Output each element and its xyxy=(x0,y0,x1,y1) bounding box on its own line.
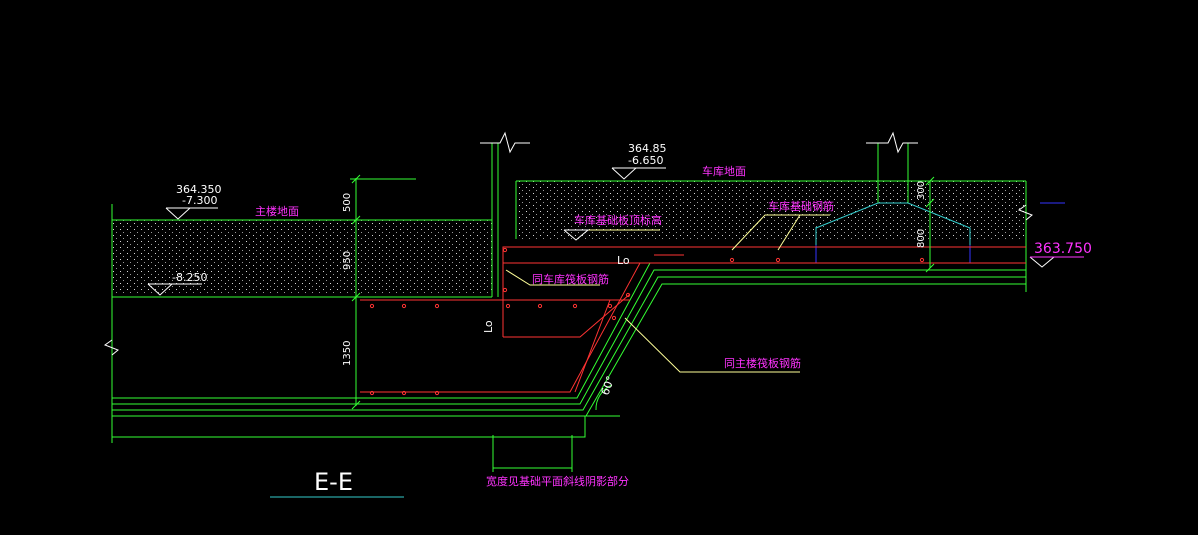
column-haunch-outline xyxy=(815,202,971,263)
rebar-dot xyxy=(611,315,617,321)
main-floor-hatch xyxy=(112,220,492,295)
rebar-dot xyxy=(502,247,508,253)
garage-floor-hatch xyxy=(516,181,1026,239)
dim-tick-179 xyxy=(351,174,361,184)
rebar-dot xyxy=(434,303,440,309)
rebar-dot xyxy=(369,303,375,309)
main-bottom-line-2 xyxy=(112,269,1026,405)
garage-floor-label: 车库地面 xyxy=(702,164,746,178)
level-mark-garage xyxy=(611,167,638,180)
concrete-outlines xyxy=(111,143,1027,443)
rebar-dot xyxy=(607,303,613,309)
angle-text: 60° xyxy=(599,374,618,397)
dimension-lines xyxy=(350,174,935,472)
rebar-dot xyxy=(537,303,543,309)
left-break-mark xyxy=(103,339,119,356)
dim-800-text: 800 xyxy=(916,229,927,248)
hatch-areas xyxy=(112,181,1026,295)
main-floor-elev-text: 364.350 xyxy=(176,183,222,196)
main-floor-label: 主楼地面 xyxy=(255,204,299,218)
column-break-mark xyxy=(866,131,918,154)
rebar-dot xyxy=(775,257,781,263)
dim-tick-r203 xyxy=(925,198,935,208)
column-base xyxy=(815,202,971,263)
main-bottom-line-4 xyxy=(112,283,1026,417)
dim-tick-220 xyxy=(351,215,361,225)
rebar-dot xyxy=(919,257,925,263)
texts: 364.350 -7.300 -8.250 364.85 -6.650 363.… xyxy=(172,142,1092,496)
dim-500-text: 500 xyxy=(342,193,353,212)
dim-1350-text: 1350 xyxy=(342,341,353,366)
main-bottom-rel-text: -8.250 xyxy=(172,271,207,284)
foundation-pad xyxy=(111,415,586,438)
leader-garage-rebar-2 xyxy=(777,214,801,251)
rebar-dot xyxy=(434,390,440,396)
rebar-dot xyxy=(505,303,511,309)
garage-rebar-u xyxy=(502,246,1026,337)
same-main-rebar-label: 同主楼筏板钢筋 xyxy=(724,356,801,370)
rebar-dot xyxy=(625,292,631,298)
rebar-dot xyxy=(369,390,375,396)
right-elev-text: 363.750 xyxy=(1034,241,1092,257)
rebar-dot xyxy=(401,390,407,396)
section-title: E-E xyxy=(314,468,353,496)
level-mark-main xyxy=(165,207,192,220)
dim-tick-405 xyxy=(351,400,361,410)
level-markers xyxy=(147,167,1084,296)
rebar-lines xyxy=(360,246,1026,393)
lo-vertical-text: Lo xyxy=(482,320,495,333)
dim-300-text: 300 xyxy=(916,181,927,200)
dim-950-text: 950 xyxy=(342,251,353,270)
width-note-label: 宽度见基础平面斜线阴影部分 xyxy=(486,474,629,488)
garage-floor-elev-text: 364.85 xyxy=(628,142,667,155)
rebar-dot xyxy=(572,303,578,309)
garage-floor-rel-text: -6.650 xyxy=(628,154,663,167)
main-bottom-line-3 xyxy=(112,276,1026,411)
same-garage-rebar-label: 同车库筏板钢筋 xyxy=(532,272,609,286)
leader-same-garage xyxy=(505,269,600,286)
slope-rebar xyxy=(503,293,631,338)
level-mark-right xyxy=(1029,256,1056,268)
wall-break-mark xyxy=(480,131,530,154)
right-break-mark xyxy=(1017,204,1033,221)
leader-same-main xyxy=(624,317,800,373)
rebar-dot xyxy=(729,257,735,263)
rebar-dots xyxy=(369,247,925,396)
garage-base-top-label: 车库基础板顶标高 xyxy=(574,213,662,227)
level-mark-garage-base xyxy=(563,229,590,241)
lo-horizontal-text: Lo xyxy=(617,254,630,267)
dim-tick-r268 xyxy=(925,263,935,273)
garage-slab-rebar-label: 车库基础钢筋 xyxy=(768,199,834,213)
dim-tick-r181 xyxy=(925,176,935,186)
rebar-dot xyxy=(502,287,508,293)
dim-tick-297 xyxy=(351,292,361,302)
break-marks xyxy=(103,131,1065,356)
main-floor-rel-text: -7.300 xyxy=(182,194,217,207)
leader-garage-rebar xyxy=(731,214,830,251)
angle-arc xyxy=(595,384,613,411)
slope-rebar-2 xyxy=(574,299,611,393)
rebar-dot xyxy=(401,303,407,309)
